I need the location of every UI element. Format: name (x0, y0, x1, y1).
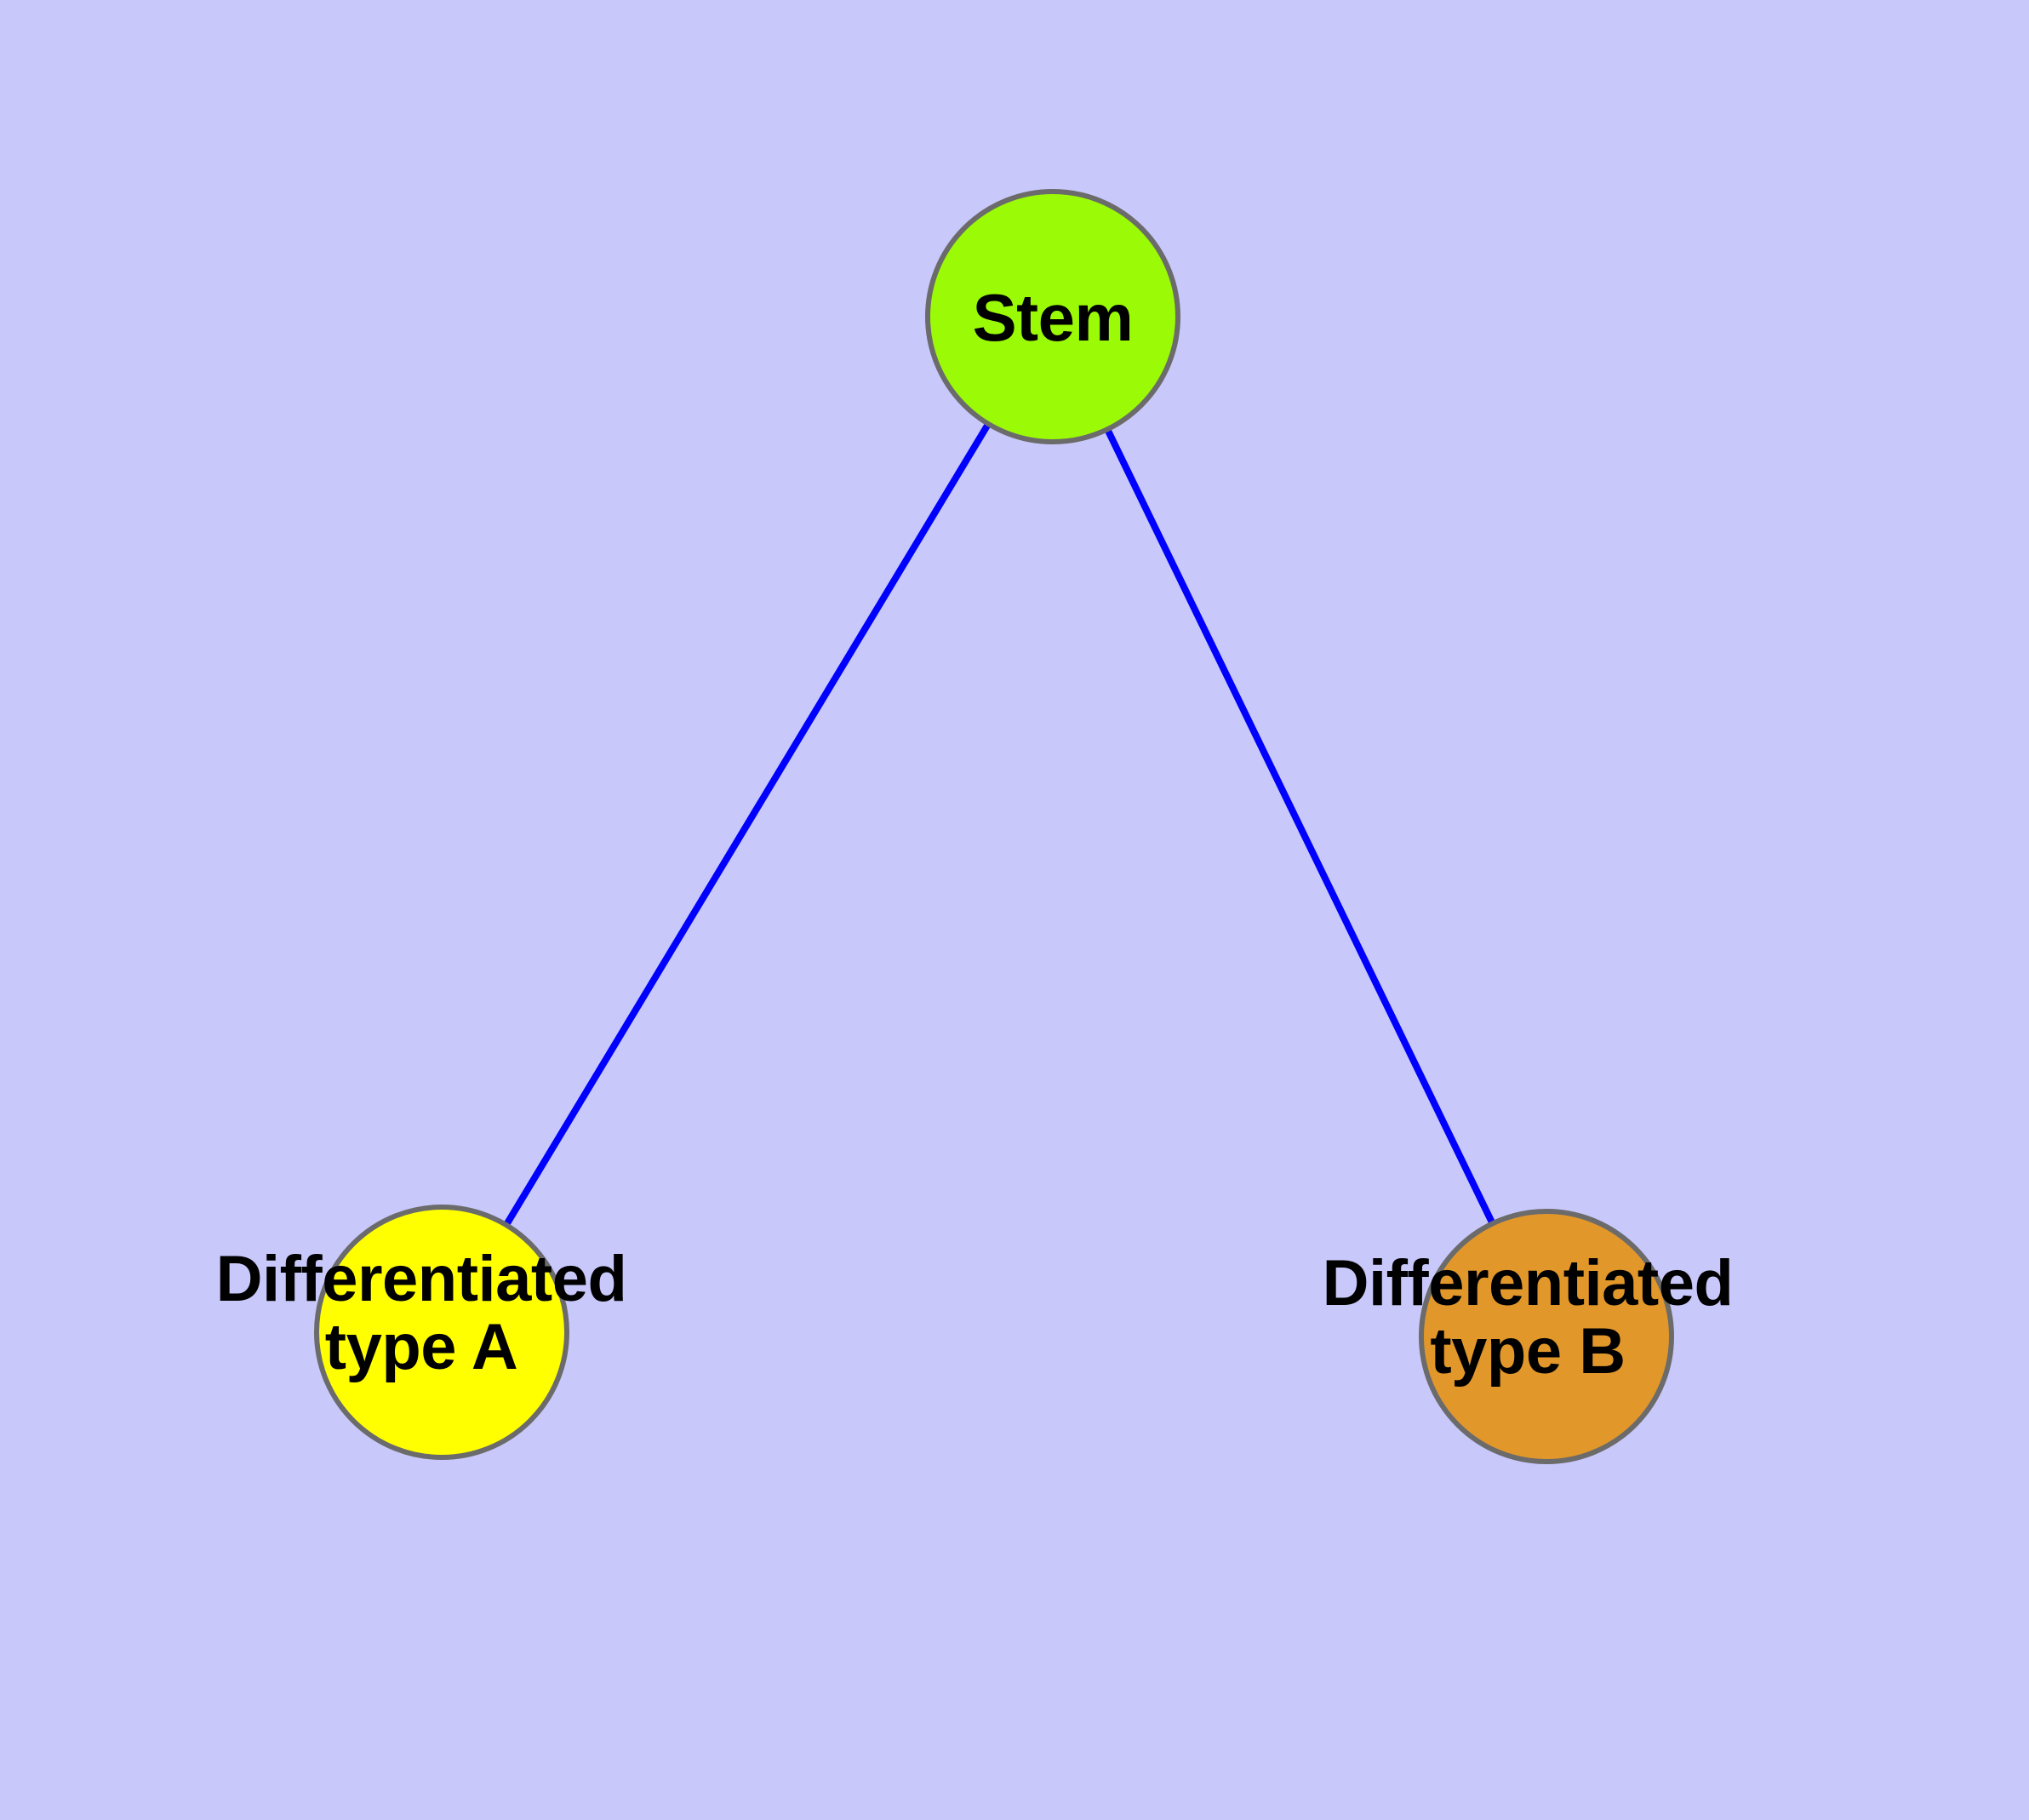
node-stem[interactable] (925, 189, 1180, 444)
edge-stem-to-diff-b[interactable] (1049, 315, 1551, 1338)
node-differentiated-type-b[interactable] (1419, 1209, 1674, 1464)
edge-stem-to-diff-a[interactable] (438, 314, 1056, 1335)
node-differentiated-type-a[interactable] (314, 1205, 569, 1460)
